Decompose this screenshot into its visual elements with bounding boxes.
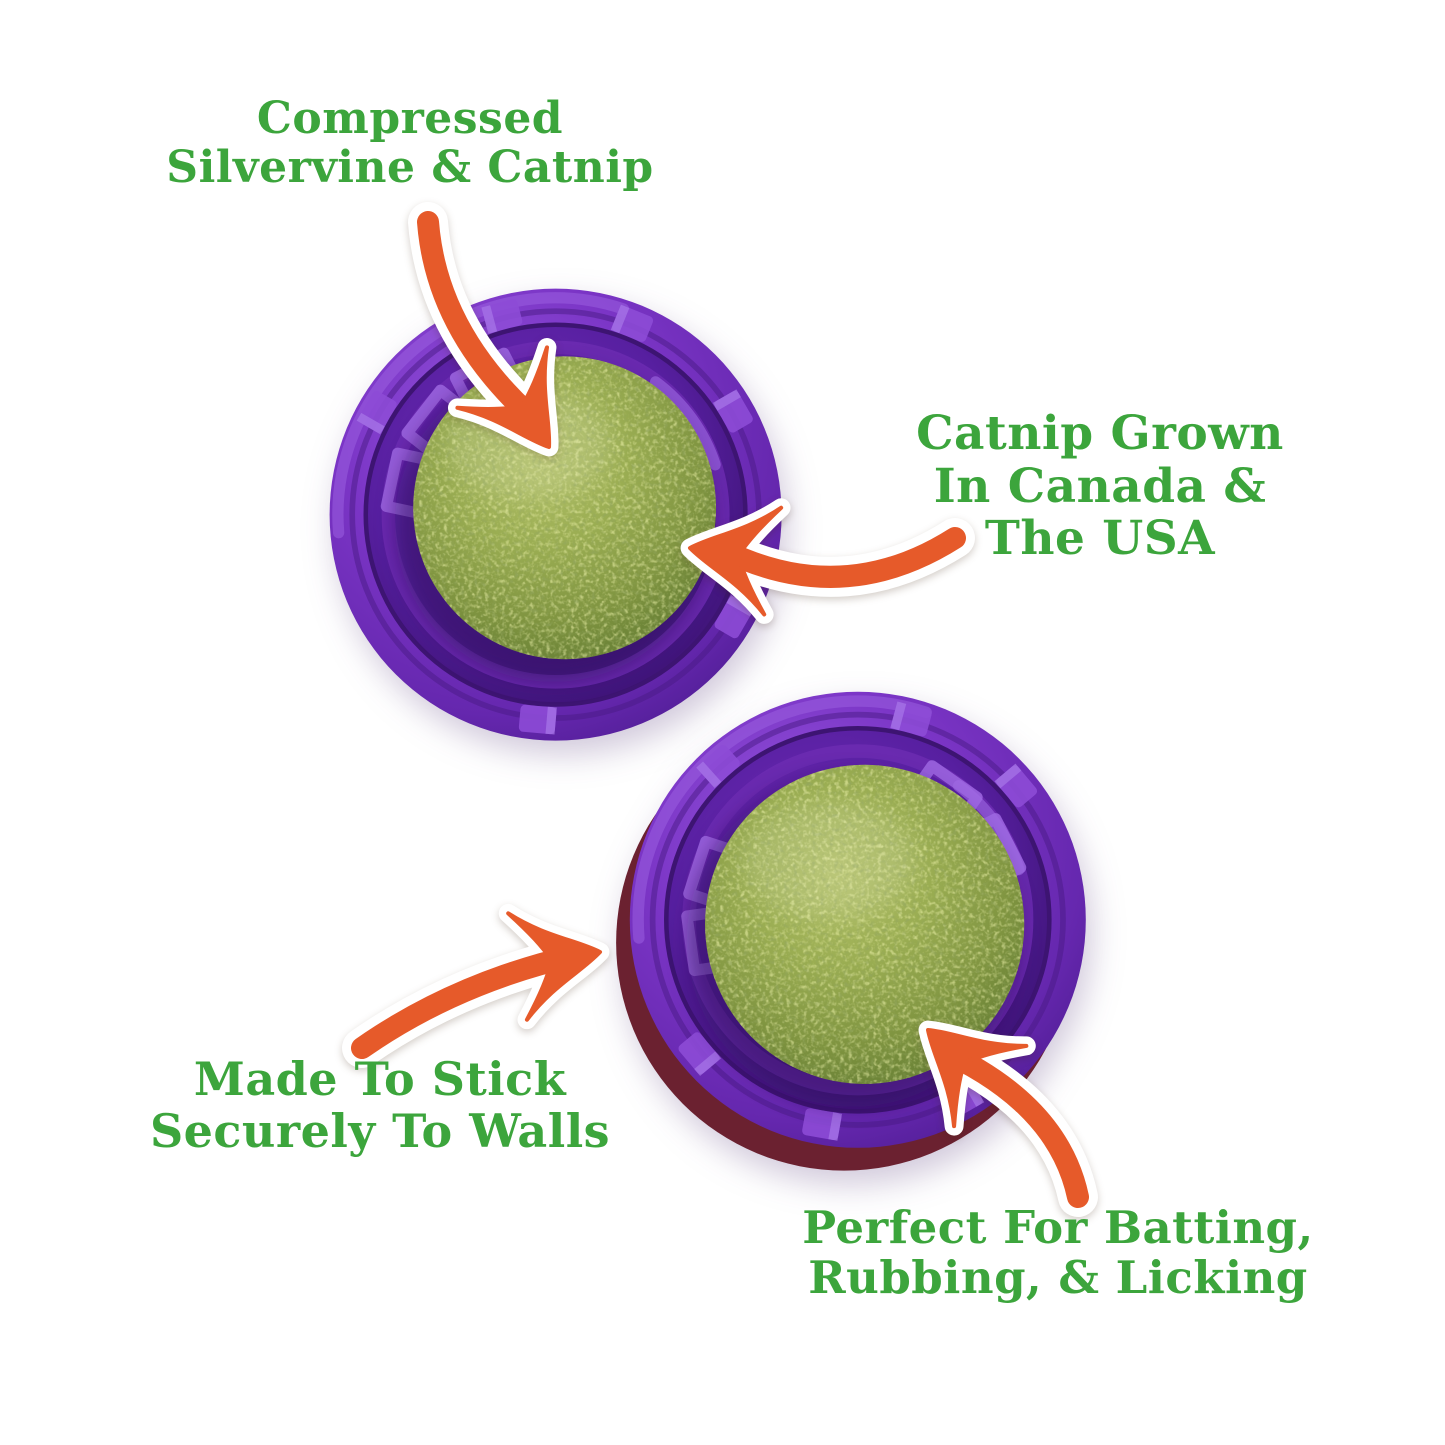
- callout-line: Compressed: [256, 93, 564, 144]
- callout-line: Perfect For Batting,: [802, 1201, 1314, 1254]
- product-photo-catnip-wall-ball-2: [607, 669, 1109, 1175]
- catnip-wall-ball-image: [616, 691, 1086, 1171]
- callout-line: Securely To Walls: [149, 1103, 611, 1158]
- callout-perfect-for: Perfect For Batting, Rubbing, & Licking: [768, 1201, 1348, 1305]
- callout-line: The USA: [984, 511, 1216, 567]
- arrow-left-icon: [342, 903, 610, 1068]
- callout-line: In Canada &: [933, 458, 1267, 514]
- callout-compressed-silvervine: Compressed Silvervine & Catnip: [130, 94, 690, 193]
- callout-line: Rubbing, & Licking: [808, 1251, 1308, 1305]
- callout-line: Catnip Grown: [916, 406, 1284, 461]
- callout-catnip-grown: Catnip Grown In Canada & The USA: [880, 406, 1320, 567]
- callout-made-to-stick: Made To Stick Securely To Walls: [110, 1052, 650, 1158]
- callout-line: Silvervine & Catnip: [166, 142, 654, 194]
- callout-line: Made To Stick: [193, 1052, 567, 1106]
